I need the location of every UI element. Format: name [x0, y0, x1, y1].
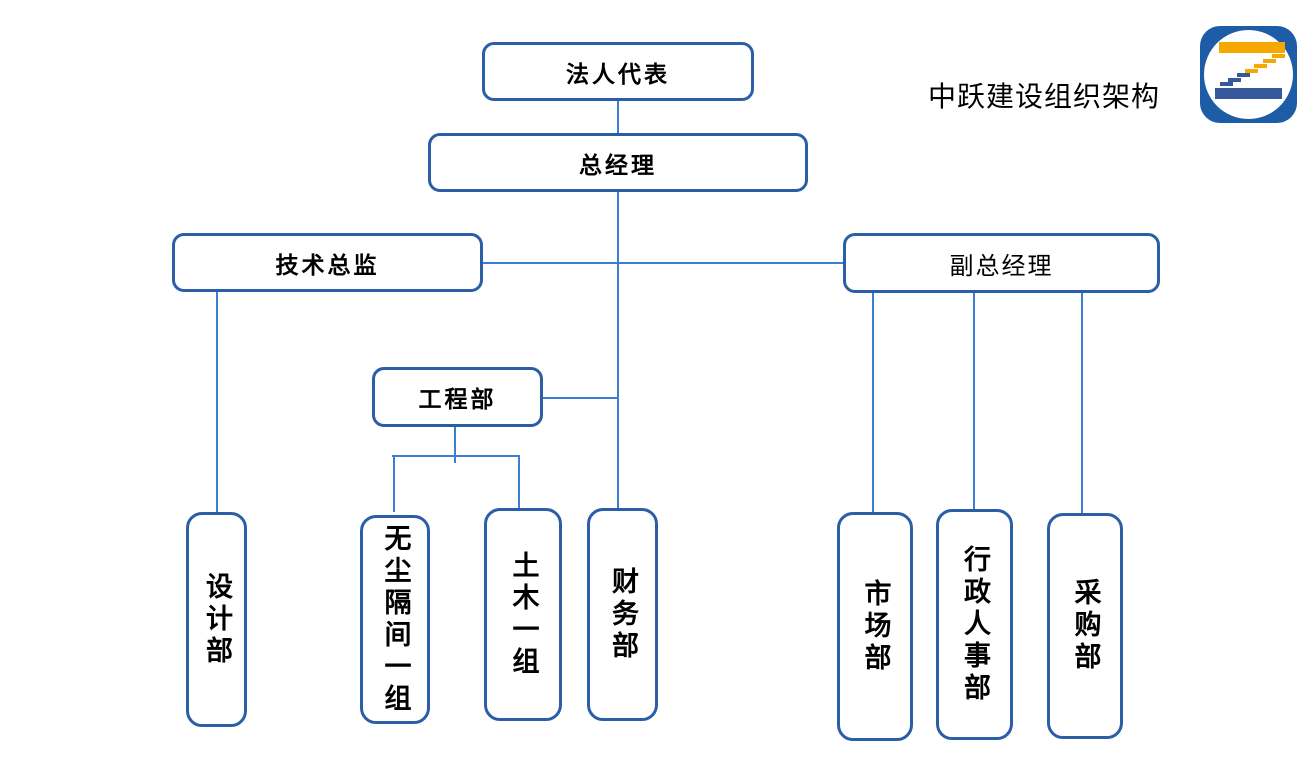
logo-z-step [1254, 64, 1267, 68]
node-civil-group1: 土木一组 [484, 508, 562, 721]
logo-z-step [1263, 59, 1276, 63]
node-label: 采购部 [1070, 578, 1101, 674]
connector-deputygm-to-marketing [872, 292, 874, 512]
connector-to-civil-group [518, 455, 520, 509]
logo-z-step [1220, 82, 1233, 86]
node-label: 副总经理 [949, 252, 1054, 280]
logo-z-step [1245, 69, 1258, 73]
connector-engineering-stem [454, 426, 456, 463]
logo-z-step [1272, 54, 1285, 58]
node-dustfree-partition-group1: 无尘隔间一组 [360, 515, 430, 724]
logo-z-bottom-bar [1215, 88, 1282, 99]
node-finance-dept: 财务部 [587, 508, 658, 721]
connector-engineering-bar [392, 455, 520, 457]
node-label: 设计部 [202, 571, 232, 668]
node-label: 市场部 [860, 578, 891, 675]
logo-z-step [1228, 78, 1241, 82]
node-label: 法人代表 [566, 60, 670, 87]
connector-techdirector-to-deputygm [483, 262, 843, 264]
node-technical-director: 技术总监 [172, 233, 483, 292]
node-design-dept: 设计部 [186, 512, 247, 727]
logo-z-top-bar [1219, 42, 1285, 53]
connector-engineering-to-stem [543, 397, 618, 399]
node-deputy-general-manager: 副总经理 [843, 233, 1160, 293]
node-legal-representative: 法人代表 [482, 42, 754, 101]
node-label: 无尘隔间一组 [380, 523, 411, 716]
node-label: 土木一组 [508, 550, 539, 679]
connector-legalrep-to-gm [617, 100, 619, 135]
node-purchasing-dept: 采购部 [1047, 513, 1123, 739]
node-label: 财务部 [608, 566, 638, 663]
chart-title: 中跃建设组织架构 [928, 81, 1161, 112]
node-engineering-dept: 工程部 [372, 367, 543, 427]
node-label: 行政人事部 [960, 544, 990, 705]
connector-gm-central-stem [617, 190, 619, 509]
node-general-manager: 总经理 [428, 133, 808, 192]
connector-deputygm-to-adminhr [973, 292, 975, 510]
node-label: 总经理 [579, 151, 657, 178]
connector-deputygm-to-purchasing [1081, 292, 1083, 514]
zhongyue-logo-icon [1200, 26, 1297, 123]
logo-z-step [1237, 73, 1250, 77]
node-label: 技术总监 [275, 251, 380, 278]
node-marketing-dept: 市场部 [837, 512, 913, 741]
connector-to-dustfree-group [393, 455, 395, 512]
connector-techdirector-to-design [216, 291, 218, 513]
node-label: 工程部 [418, 386, 497, 412]
node-admin-hr-dept: 行政人事部 [936, 509, 1013, 740]
